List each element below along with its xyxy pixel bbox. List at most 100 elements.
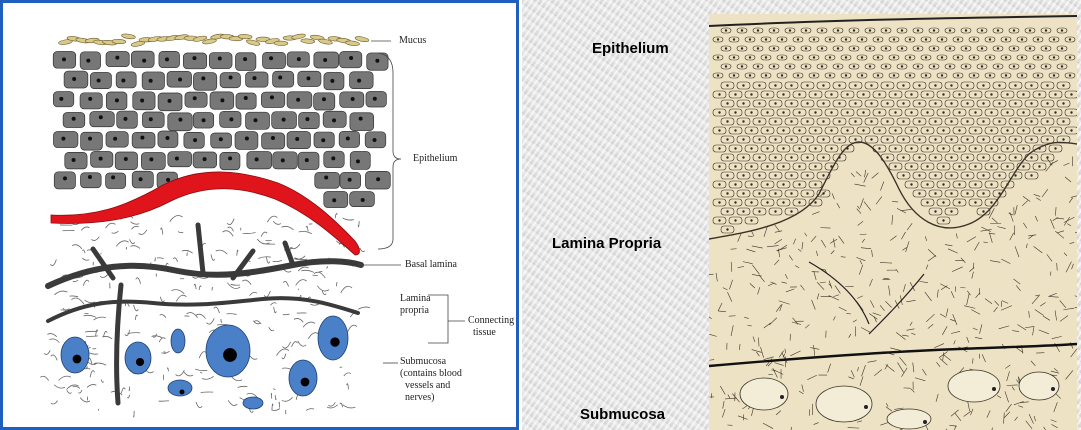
cell-nucleus bbox=[254, 118, 258, 122]
cell-nucleus bbox=[734, 111, 736, 113]
fiber bbox=[1034, 194, 1041, 196]
cell-nucleus bbox=[997, 65, 999, 67]
cell-nucleus bbox=[798, 111, 800, 113]
label-lamina-propria-line1: Lamina bbox=[400, 293, 431, 305]
cell-nucleus bbox=[822, 174, 824, 176]
fiber bbox=[952, 267, 963, 272]
cell-nucleus bbox=[909, 56, 911, 58]
fiber bbox=[308, 333, 319, 339]
fiber bbox=[833, 239, 835, 248]
cell-nucleus bbox=[123, 117, 127, 121]
fiber bbox=[880, 305, 884, 310]
fiber bbox=[171, 290, 184, 294]
surface-line bbox=[709, 16, 1077, 26]
cell-nucleus bbox=[1005, 56, 1007, 58]
blood-vessel bbox=[61, 337, 89, 373]
fiber bbox=[206, 318, 214, 324]
cell-nucleus bbox=[814, 93, 816, 95]
cell-nucleus bbox=[998, 138, 1000, 140]
fiber bbox=[1023, 196, 1030, 201]
fiber bbox=[764, 323, 771, 328]
fiber bbox=[279, 402, 280, 408]
fiber bbox=[860, 198, 863, 207]
cell-nucleus bbox=[733, 56, 735, 58]
cell-nucleus bbox=[1070, 129, 1072, 131]
cell-nucleus bbox=[894, 129, 896, 131]
cell-nucleus bbox=[1006, 147, 1008, 149]
fiber bbox=[1051, 420, 1057, 422]
cell-nucleus bbox=[165, 136, 169, 140]
epithelial-cell bbox=[315, 172, 340, 188]
cell-nucleus bbox=[798, 165, 800, 167]
fiber bbox=[1066, 370, 1073, 379]
cell-nucleus bbox=[782, 201, 784, 203]
label-epithelium-right: Epithelium bbox=[592, 40, 669, 57]
fiber bbox=[906, 300, 915, 302]
fiber bbox=[106, 223, 116, 228]
fiber bbox=[967, 337, 969, 343]
fiber bbox=[976, 293, 980, 298]
fiber bbox=[839, 307, 847, 311]
fiber bbox=[59, 376, 71, 380]
cell-nucleus bbox=[957, 56, 959, 58]
cell-nucleus bbox=[734, 165, 736, 167]
fiber bbox=[896, 332, 905, 339]
cell-nucleus bbox=[830, 93, 832, 95]
fiber bbox=[170, 215, 183, 221]
cell-nucleus bbox=[1022, 165, 1024, 167]
fiber bbox=[964, 306, 975, 309]
epithelial-cell bbox=[246, 112, 270, 129]
fiber bbox=[731, 262, 732, 272]
fiber bbox=[858, 221, 863, 225]
fiber bbox=[869, 313, 877, 319]
cell-nucleus bbox=[902, 120, 904, 122]
lymphatic-vessel-descending bbox=[117, 285, 121, 403]
cell-nucleus bbox=[1030, 156, 1032, 158]
fiber bbox=[862, 365, 866, 376]
cell-nucleus bbox=[726, 102, 728, 104]
cell-nucleus bbox=[990, 183, 992, 185]
fiber bbox=[975, 337, 982, 338]
cell-nucleus bbox=[1021, 38, 1023, 40]
fiber bbox=[967, 294, 970, 306]
cell-nucleus bbox=[72, 117, 76, 121]
fiber bbox=[979, 324, 981, 333]
cell-nucleus bbox=[717, 56, 719, 58]
fiber bbox=[718, 303, 722, 311]
fiber bbox=[951, 291, 954, 298]
cell-nucleus bbox=[1054, 147, 1056, 149]
fiber bbox=[775, 225, 780, 232]
cell-nucleus bbox=[966, 192, 968, 194]
cell-nucleus bbox=[942, 93, 944, 95]
fiber bbox=[130, 239, 135, 243]
cell-nucleus bbox=[942, 201, 944, 203]
cell-nucleus bbox=[346, 137, 350, 141]
cell-nucleus bbox=[1045, 29, 1047, 31]
cell-nucleus bbox=[869, 47, 871, 49]
fiber bbox=[817, 282, 824, 289]
cell-nucleus bbox=[218, 57, 222, 61]
adipocyte bbox=[740, 378, 788, 410]
cell-nucleus bbox=[982, 102, 984, 104]
cell-nucleus bbox=[349, 56, 353, 60]
fiber bbox=[764, 357, 774, 360]
fiber bbox=[774, 363, 783, 366]
cell-nucleus bbox=[1006, 111, 1008, 113]
cell-nucleus bbox=[1022, 93, 1024, 95]
cell-nucleus bbox=[782, 183, 784, 185]
cell-nucleus bbox=[734, 93, 736, 95]
fiber bbox=[258, 257, 270, 259]
cell-nucleus bbox=[845, 38, 847, 40]
cell-nucleus bbox=[742, 102, 744, 104]
cell-nucleus bbox=[894, 93, 896, 95]
fiber bbox=[267, 216, 277, 222]
cell-nucleus bbox=[997, 29, 999, 31]
fiber bbox=[86, 336, 98, 337]
cell-nucleus bbox=[773, 65, 775, 67]
fiber bbox=[51, 401, 58, 404]
fiber bbox=[910, 322, 912, 326]
fiber bbox=[136, 278, 141, 284]
cell-nucleus bbox=[917, 65, 919, 67]
fiber bbox=[753, 337, 755, 342]
fiber bbox=[200, 373, 202, 374]
